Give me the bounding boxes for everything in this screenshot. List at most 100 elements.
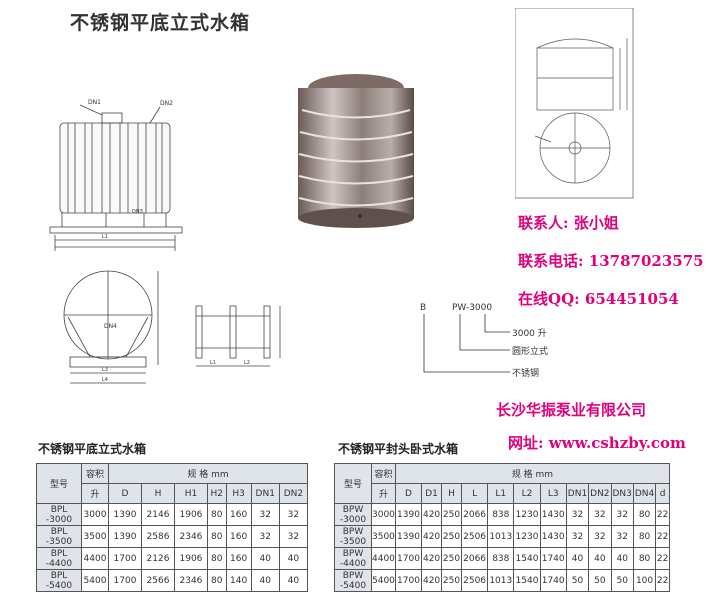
table-cell: 1700 (108, 569, 142, 592)
model-code-prefix: B (420, 303, 427, 313)
column-header: d (655, 483, 670, 504)
table-cell: 838 (487, 547, 515, 570)
vertical-table-title: 不锈钢平底立式水箱 (38, 442, 147, 456)
table-cell: 80 (632, 525, 657, 548)
table-cell: 160 (225, 503, 252, 526)
column-header: D1 (421, 483, 443, 504)
column-header: L2 (513, 483, 541, 504)
table-cell: 250 (441, 547, 462, 570)
table-cell: 32 (610, 525, 634, 548)
dn3-label: DN3 (132, 209, 143, 215)
table-cell: 50 (588, 569, 612, 592)
l4-label: L4 (102, 377, 108, 383)
header-model: 型号 (36, 463, 82, 504)
dn4-label: DN4 (104, 323, 117, 330)
l1-label: L1 (102, 234, 108, 240)
column-header: H3 (225, 483, 252, 504)
model-cell: BPW-4400 (334, 547, 372, 570)
table-cell: 1700 (394, 547, 423, 570)
table-cell: 1430 (539, 503, 567, 526)
table-cell: 80 (206, 569, 227, 592)
header-spec: 规 格 mm (394, 463, 671, 484)
horizontal-table-title: 不锈钢平封头卧式水箱 (338, 442, 459, 456)
table-cell: 40 (278, 569, 309, 592)
table-cell: 160 (225, 547, 252, 570)
column-header: DN1 (250, 483, 280, 504)
table-cell: 3000 (371, 503, 396, 526)
model-code-capacity: 3000 升 (512, 329, 547, 339)
table-cell: 22 (655, 503, 670, 526)
horizontal-tank-end-drawing: DN4 L3 L4 (63, 270, 159, 384)
table-cell: 250 (441, 503, 462, 526)
table-cell: 32 (278, 503, 309, 526)
table-cell: 1906 (173, 503, 208, 526)
horizontal-tank-side-drawing: DN1 DN2 DN3 L1 (49, 99, 183, 251)
table-cell: 32 (565, 525, 590, 548)
header-spec: 规 格 mm (108, 463, 308, 484)
table-cell: 80 (206, 525, 227, 548)
table-cell: 2146 (140, 503, 175, 526)
table-cell: 80 (206, 547, 227, 570)
column-header: DN3 (610, 483, 634, 504)
model-cell: BPL-4400 (36, 547, 82, 570)
contact-qq: 在线QQ: 654451054 (518, 290, 679, 308)
model-code-diagram (423, 314, 510, 373)
column-header: L1 (487, 483, 515, 504)
model-suffix: -5400 (339, 580, 367, 591)
table-cell: 32 (588, 525, 612, 548)
table-cell: 22 (655, 525, 670, 548)
table-cell: 4400 (81, 547, 109, 570)
support-l1-label: L1 (210, 360, 216, 366)
table-cell: 32 (250, 503, 280, 526)
table-cell: 1390 (108, 503, 142, 526)
table-cell: 2346 (173, 569, 208, 592)
table-cell: 40 (610, 547, 634, 570)
column-header: DN2 (588, 483, 612, 504)
header-model: 型号 (334, 463, 372, 504)
table-cell: 40 (278, 547, 309, 570)
table-cell: 4400 (371, 547, 396, 570)
table-cell: 80 (206, 503, 227, 526)
table-cell: 40 (565, 547, 590, 570)
table-cell: 1013 (487, 525, 515, 548)
table-cell: 100 (632, 569, 657, 592)
table-cell: 420 (421, 569, 443, 592)
table-cell: 420 (421, 503, 443, 526)
dn2-label: DN2 (160, 100, 173, 107)
model-cell: BPL-5400 (36, 569, 82, 592)
column-header: L (460, 483, 489, 504)
model-suffix: -3500 (45, 536, 73, 547)
model-suffix: -4400 (339, 558, 367, 569)
table-cell: 838 (487, 503, 515, 526)
table-cell: 5400 (371, 569, 396, 592)
table-cell: 1230 (513, 503, 541, 526)
header-volume-unit: 升 (81, 483, 109, 504)
table-cell: 3500 (81, 525, 109, 548)
table-cell: 1740 (539, 569, 567, 592)
table-cell: 40 (588, 547, 612, 570)
tank-photo (298, 74, 414, 228)
model-cell: BPW-3500 (334, 525, 372, 548)
column-header: DN1 (565, 483, 590, 504)
table-cell: 32 (278, 525, 309, 548)
table-cell: 1700 (394, 569, 423, 592)
table-cell: 250 (441, 525, 462, 548)
l3-label: L3 (102, 367, 108, 373)
table-cell: 2346 (173, 525, 208, 548)
table-cell: 3500 (371, 525, 396, 548)
table-cell: 2066 (460, 503, 489, 526)
support-l2-label: L2 (244, 360, 250, 366)
table-cell: 5400 (81, 569, 109, 592)
support-frame-drawing: L1 L2 (195, 305, 281, 367)
table-cell: 1230 (513, 525, 541, 548)
model-name: BPL (50, 570, 68, 581)
contact-person: 联系人: 张小姐 (518, 214, 619, 232)
table-cell: 2066 (460, 547, 489, 570)
table-cell: 420 (421, 525, 443, 548)
model-name: BPL (50, 504, 68, 515)
